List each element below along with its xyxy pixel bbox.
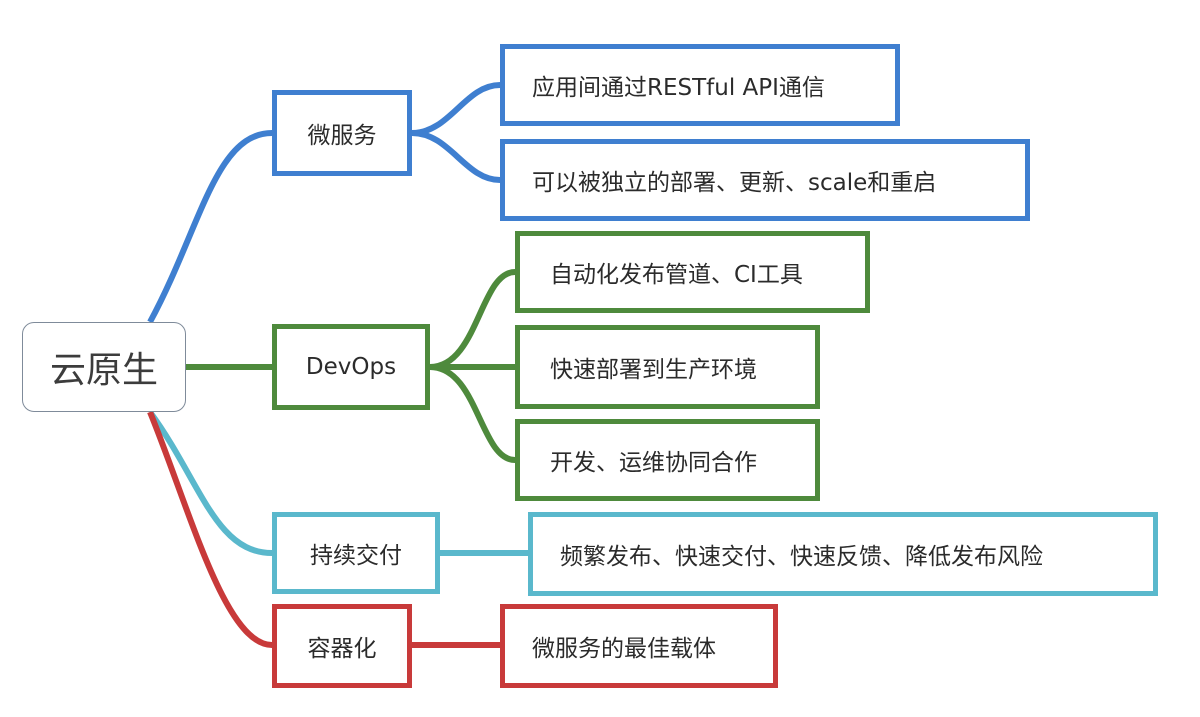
leaf-microservices-2: 可以被独立的部署、更新、scale和重启 (500, 139, 1030, 221)
leaf-continuous-delivery-1: 频繁发布、快速交付、快速反馈、降低发布风险 (528, 512, 1158, 596)
link-microservices-leaf-2 (411, 130, 501, 183)
link-devops-leaf-1 (429, 269, 516, 370)
leaf-devops-3: 开发、运维协同合作 (515, 419, 820, 501)
link-devops-leaf-3 (429, 364, 516, 463)
link-root-cd (147, 410, 273, 556)
link-root-microservices (147, 130, 273, 324)
link-root-containers (147, 410, 273, 648)
branch-containerization: 容器化 (272, 604, 412, 688)
leaf-microservices-1: 应用间通过RESTful API通信 (500, 44, 900, 126)
leaf-devops-2: 快速部署到生产环境 (515, 325, 820, 409)
leaf-containerization-1: 微服务的最佳载体 (500, 604, 778, 688)
leaf-devops-1: 自动化发布管道、CI工具 (515, 231, 870, 313)
link-microservices-leaf-1 (411, 82, 501, 136)
root-node: 云原生 (22, 322, 186, 412)
branch-microservices: 微服务 (272, 90, 412, 176)
branch-devops: DevOps (272, 324, 430, 410)
branch-continuous-delivery: 持续交付 (272, 512, 440, 594)
